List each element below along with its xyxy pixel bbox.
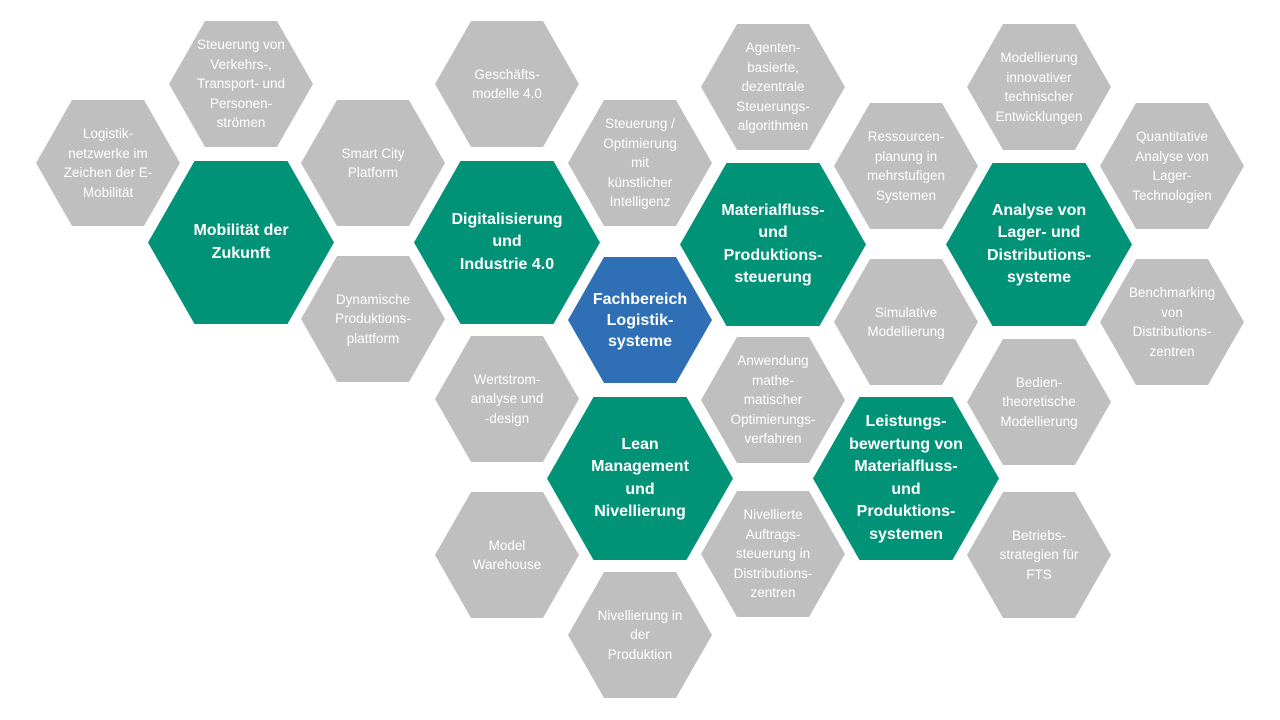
sub-topic-label: Logistik- netzwerke im Zeichen der E- Mo… [63,126,153,200]
sub-hex-optimierungsverfahren: Anwendung mathe- matischer Optimierungs-… [701,337,845,463]
sub-hex-geschaeftsmodelle: Geschäfts- modelle 4.0 [435,21,579,147]
sub-hex-verkehrssteuerung: Steuerung von Verkehrs-, Transport- und … [169,21,313,147]
main-topic-label: Analyse von Lager- und Distributions- sy… [987,201,1091,287]
sub-topic-label: Anwendung mathe- matischer Optimierungs-… [730,353,816,447]
sub-topic-label: Betriebs- strategien für FTS [999,527,1079,582]
sub-topic-label: Steuerung / Optimierung mit künstlicher … [603,116,677,210]
sub-hex-logistiknetzwerke: Logistik- netzwerke im Zeichen der E- Mo… [36,100,180,226]
main-hex-materialfluss-steuerung: Materialfluss- und Produktions- steuerun… [680,163,866,326]
sub-hex-lagertechnologien: Quantitative Analyse von Lager- Technolo… [1100,103,1244,229]
main-hex-leistungsbewertung: Leistungs- bewertung von Materialfluss- … [813,397,999,560]
sub-topic-label: Modellierung innovativer technischer Ent… [995,50,1083,124]
sub-hex-produktionsplattform: Dynamische Produktions- plattform [301,256,445,382]
sub-topic-label: Geschäfts- modelle 4.0 [472,66,542,102]
main-hex-lager-distribution: Analyse von Lager- und Distributions- sy… [946,163,1132,326]
main-topic-label: Digitalisierung und Industrie 4.0 [451,210,563,273]
sub-hex-auftragssteuerung: Nivellierte Auftrags- steuerung in Distr… [701,491,845,617]
sub-topic-label: Quantitative Analyse von Lager- Technolo… [1132,129,1212,203]
sub-topic-label: Simulative Modellierung [867,304,945,340]
sub-topic-label: Agenten- basierte, dezentrale Steuerungs… [736,40,810,134]
sub-topic-label: Bedien- theoretische Modellierung [1000,374,1078,429]
sub-topic-label: Model Warehouse [472,537,542,573]
sub-topic-label: Smart City Platform [341,145,405,181]
sub-hex-betriebsstrategien-fts: Betriebs- strategien für FTS [967,492,1111,618]
sub-topic-label: Dynamische Produktions- plattform [335,291,411,346]
sub-hex-ki-optimierung: Steuerung / Optimierung mit künstlicher … [568,100,712,226]
sub-topic-label: Wertstrom- analyse und -design [470,371,544,426]
sub-hex-benchmarking: Benchmarking von Distributions- zentren [1100,259,1244,385]
main-hex-digitalisierung: Digitalisierung und Industrie 4.0 [414,161,600,324]
main-topic-label: Leistungs- bewertung von Materialfluss- … [849,413,963,543]
center-label: Fachbereich Logistik- systeme [592,290,688,350]
sub-topic-label: Nivellierung in der Produktion [597,607,683,662]
sub-hex-simulative-modellierung: Simulative Modellierung [834,259,978,385]
center-hex-fachbereich-logistiksysteme: Fachbereich Logistik- systeme [568,257,712,383]
sub-topic-label: Steuerung von Verkehrs-, Transport- und … [196,37,286,131]
main-topic-label: Materialfluss- und Produktions- steuerun… [721,201,825,287]
sub-hex-nivellierung-produktion: Nivellierung in der Produktion [568,572,712,698]
sub-hex-model-warehouse: Model Warehouse [435,492,579,618]
main-topic-label: Mobilität der Zukunft [193,222,289,262]
sub-topic-label: Ressourcen- planung in mehrstufigen Syst… [866,129,946,203]
main-hex-mobilitaet: Mobilität der Zukunft [148,161,334,324]
main-topic-label: Lean Management und Nivellierung [591,435,689,521]
sub-hex-wertstromanalyse: Wertstrom- analyse und -design [435,336,579,462]
sub-hex-agentenbasiert: Agenten- basierte, dezentrale Steuerungs… [701,24,845,150]
sub-hex-smart-city: Smart City Platform [301,100,445,226]
main-hex-lean-management: Lean Management und Nivellierung [547,397,733,560]
sub-topic-label: Benchmarking von Distributions- zentren [1128,285,1216,359]
sub-topic-label: Nivellierte Auftrags- steuerung in Distr… [733,507,813,601]
sub-hex-innovative-entwicklungen: Modellierung innovativer technischer Ent… [967,24,1111,150]
sub-hex-ressourcenplanung: Ressourcen- planung in mehrstufigen Syst… [834,103,978,229]
sub-hex-bedientheorie: Bedien- theoretische Modellierung [967,339,1111,465]
